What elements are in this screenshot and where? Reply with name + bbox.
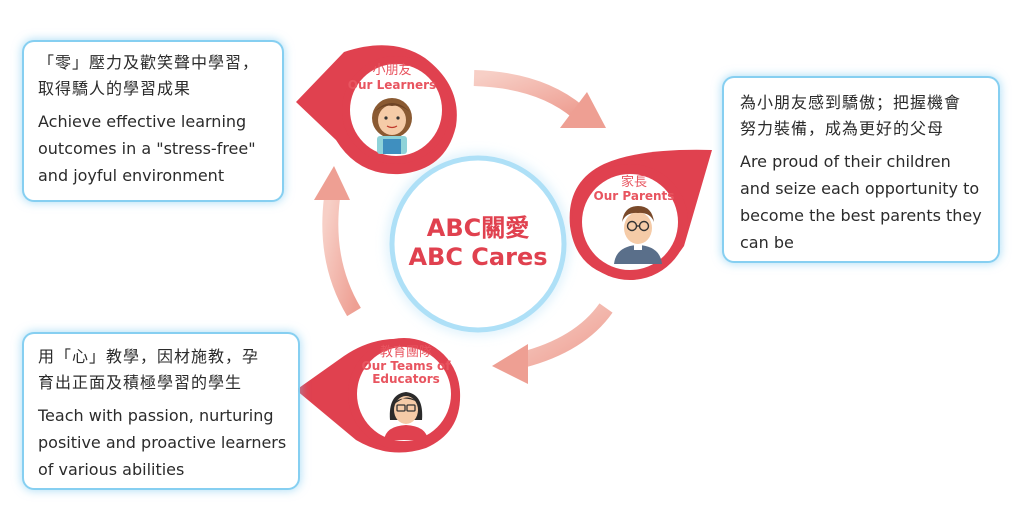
parents-label-zh: 家長 xyxy=(621,174,647,190)
educators-card-en-1: Teach with passion, nurturing xyxy=(38,406,274,425)
learners-card-zh-2: 取得驕人的學習成果 xyxy=(38,79,192,98)
learners-bubble: 小朋友 Our Learners xyxy=(296,45,457,175)
center-hub: ABC關愛 ABC Cares xyxy=(389,155,567,333)
learners-card: 「零」壓力及歡笑聲中學習， 取得驕人的學習成果 Achieve effectiv… xyxy=(24,42,282,200)
educators-card-en-3: of various abilities xyxy=(38,460,185,479)
learners-card-en-1: Achieve effective learning xyxy=(38,112,247,131)
arrow-parents-to-educators xyxy=(492,303,613,384)
educators-card-zh-1: 用「心」教學，因材施教，孕 xyxy=(38,347,260,366)
parents-card-zh-2: 努力裝備，成為更好的父母 xyxy=(740,119,945,138)
educators-card-zh-2: 育出正面及積極學習的學生 xyxy=(38,373,243,392)
parents-card-en-2: and seize each opportunity to xyxy=(740,179,980,198)
parents-label-en: Our Parents xyxy=(594,189,675,203)
cycle-arrows xyxy=(314,70,613,384)
learners-card-en-2: outcomes in a "stress-free" xyxy=(38,139,256,158)
father-avatar-icon xyxy=(614,206,662,264)
learners-card-zh-1: 「零」壓力及歡笑聲中學習， xyxy=(38,53,260,72)
parents-card: 為小朋友感到驕傲；把握機會 努力裝備，成為更好的父母 Are proud of … xyxy=(724,78,998,261)
educators-card-en-2: positive and proactive learners xyxy=(38,433,287,452)
parents-card-en-4: can be xyxy=(740,233,794,252)
learners-label-zh: 小朋友 xyxy=(372,62,411,78)
educators-label-zh: 教育團隊 xyxy=(380,344,432,360)
arrow-educators-to-learners xyxy=(314,166,361,317)
educators-label-en-2: Educators xyxy=(372,372,440,386)
learners-label-en: Our Learners xyxy=(348,78,436,92)
educators-bubble: 教育團隊 Our Teams of Educators xyxy=(296,338,461,453)
parents-card-zh-1: 為小朋友感到驕傲；把握機會 xyxy=(740,93,962,112)
educators-card: 用「心」教學，因材施教，孕 育出正面及積極學習的學生 Teach with pa… xyxy=(24,334,298,488)
girl-avatar-icon xyxy=(372,98,412,154)
parents-bubble: 家長 Our Parents xyxy=(569,149,712,280)
learners-card-en-3: and joyful environment xyxy=(38,166,225,185)
center-title-en: ABC Cares xyxy=(408,243,547,271)
teacher-avatar-icon xyxy=(384,392,428,440)
parents-card-en-3: become the best parents they xyxy=(740,206,982,225)
educators-label-en-1: Our Teams of xyxy=(362,359,452,373)
parents-card-en-1: Are proud of their children xyxy=(740,152,951,171)
center-title-zh: ABC關愛 xyxy=(427,214,529,242)
arrow-learners-to-parents xyxy=(473,70,606,128)
